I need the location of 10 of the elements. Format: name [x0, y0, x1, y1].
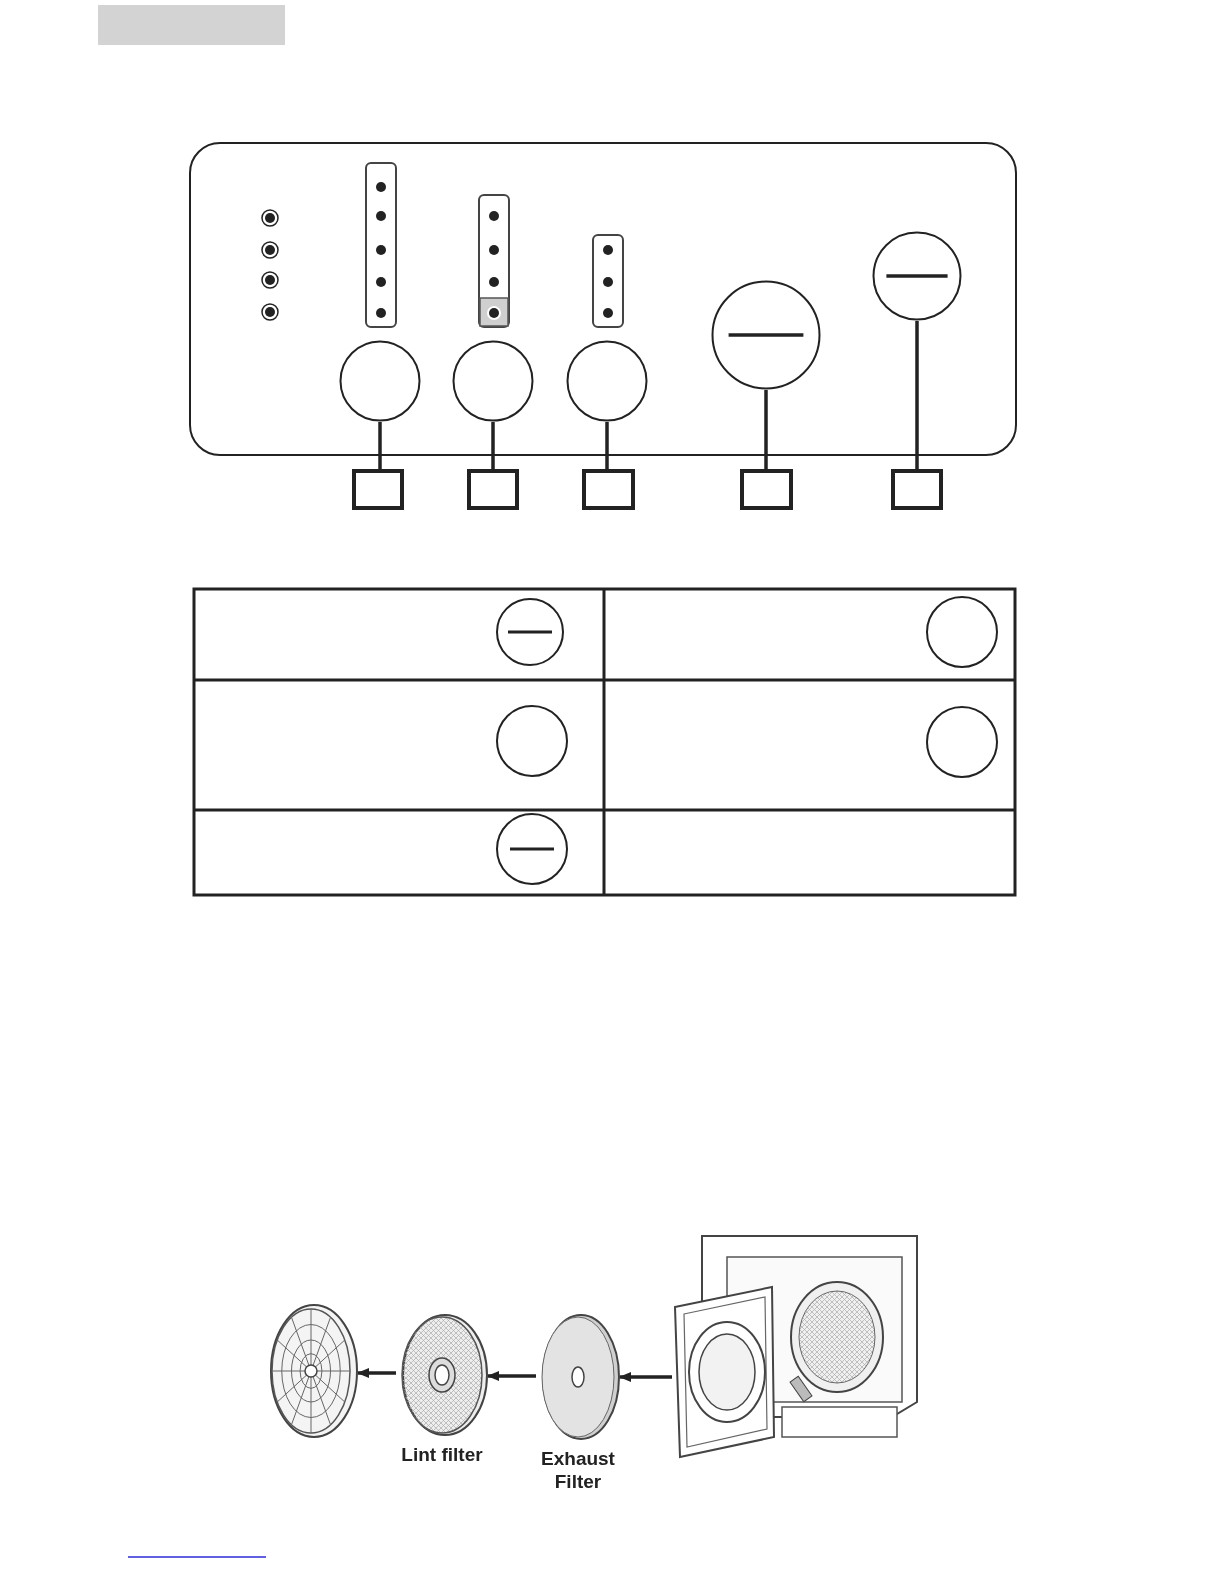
leader-line — [605, 422, 609, 469]
leader-line — [915, 321, 919, 469]
part-label: Exhaust Filter — [540, 1447, 616, 1493]
leader-line — [378, 422, 382, 469]
arrow — [486, 1371, 536, 1381]
arrow — [356, 1368, 396, 1378]
arrow — [618, 1372, 672, 1382]
leader-line — [764, 390, 768, 469]
part-label: Lint filter — [400, 1443, 484, 1466]
leader-line — [491, 422, 495, 469]
